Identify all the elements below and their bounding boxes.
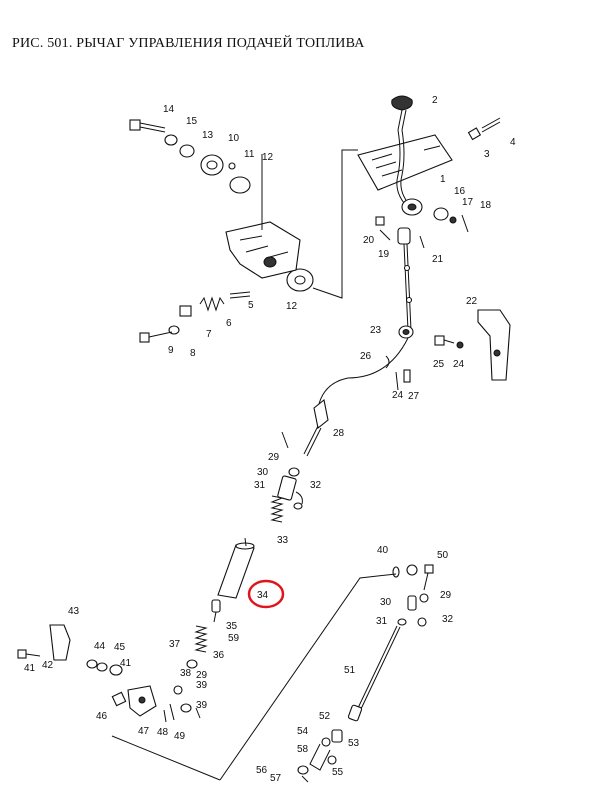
lower-left-assembly	[17, 624, 221, 781]
part-label-45: 45	[114, 642, 126, 653]
part-label-51: 51	[344, 665, 356, 676]
part-label-59: 59	[228, 633, 240, 644]
part-label-11: 11	[244, 149, 255, 160]
part-label-47: 47	[138, 726, 150, 737]
part-label-29: 29	[196, 670, 208, 681]
part-label-57: 57	[270, 773, 282, 784]
part-label-2: 2	[432, 95, 438, 106]
part-label-37: 37	[169, 639, 181, 650]
part-label-6: 6	[226, 318, 232, 329]
part-label-21: 21	[432, 254, 444, 265]
part-label-20: 20	[363, 235, 375, 246]
part-label-9: 9	[168, 345, 174, 356]
part-label-29: 29	[268, 452, 280, 463]
part-label-56: 56	[256, 765, 268, 776]
part-label-26: 26	[360, 351, 372, 362]
part-label-50: 50	[437, 550, 449, 561]
part-label-19: 19	[378, 249, 390, 260]
part-label-16: 16	[454, 186, 466, 197]
part-label-54: 54	[297, 726, 309, 737]
part-label-10: 10	[228, 133, 240, 144]
cable-assembly	[281, 325, 414, 457]
part-label-24: 24	[453, 359, 465, 370]
part-label-5: 5	[248, 300, 254, 311]
left-bracket-assembly	[129, 119, 358, 343]
part-label-44: 44	[94, 641, 106, 652]
part-label-18: 18	[480, 200, 492, 211]
part-label-41: 41	[24, 663, 36, 674]
figure-title: РИС. 501. РЫЧАГ УПРАВЛЕНИЯ ПОДАЧЕЙ ТОПЛИ…	[12, 36, 365, 51]
part-label-27: 27	[408, 391, 420, 402]
part-label-43: 43	[68, 606, 80, 617]
part-label-25: 25	[433, 359, 445, 370]
part-label-12: 12	[262, 152, 274, 163]
part-label-17: 17	[462, 197, 474, 208]
part-label-23: 23	[370, 325, 382, 336]
part-label-14: 14	[163, 104, 175, 115]
middle-linkage-assembly	[186, 467, 303, 669]
highlight-circle	[247, 579, 285, 609]
part-label-7: 7	[206, 329, 212, 340]
part-label-24: 24	[392, 390, 404, 401]
right-bracket-assembly	[385, 309, 511, 391]
part-label-55: 55	[332, 767, 344, 778]
part-label-12: 12	[286, 301, 298, 312]
part-label-3: 3	[484, 149, 490, 160]
part-label-13: 13	[202, 130, 214, 141]
part-label-highlighted: 34	[257, 590, 269, 601]
part-label-49: 49	[174, 731, 186, 742]
part-label-29: 29	[440, 590, 452, 601]
part-label-33: 33	[277, 535, 289, 546]
part-label-39: 39	[196, 680, 208, 691]
part-label-1: 1	[440, 174, 446, 185]
part-label-22: 22	[466, 296, 478, 307]
part-label-42: 42	[42, 660, 54, 671]
control-lever-assembly	[357, 95, 501, 331]
part-label-46: 46	[96, 711, 108, 722]
part-label-39: 39	[196, 700, 208, 711]
part-label-48: 48	[157, 727, 169, 738]
part-label-15: 15	[186, 116, 198, 127]
part-label-31: 31	[376, 616, 388, 627]
part-label-52: 52	[319, 711, 331, 722]
part-label-28: 28	[333, 428, 345, 439]
part-label-40: 40	[377, 545, 389, 556]
part-label-32: 32	[310, 480, 322, 491]
part-label-36: 36	[213, 650, 225, 661]
part-label-30: 30	[257, 467, 269, 478]
part-label-31: 31	[254, 480, 266, 491]
part-label-58: 58	[297, 744, 309, 755]
part-label-35: 35	[226, 621, 238, 632]
part-label-38: 38	[180, 668, 192, 679]
lower-right-assembly	[219, 564, 434, 783]
part-label-32: 32	[442, 614, 454, 625]
part-label-41: 41	[120, 658, 132, 669]
part-label-30: 30	[380, 597, 392, 608]
part-label-4: 4	[510, 137, 516, 148]
part-label-8: 8	[190, 348, 196, 359]
part-label-53: 53	[348, 738, 360, 749]
